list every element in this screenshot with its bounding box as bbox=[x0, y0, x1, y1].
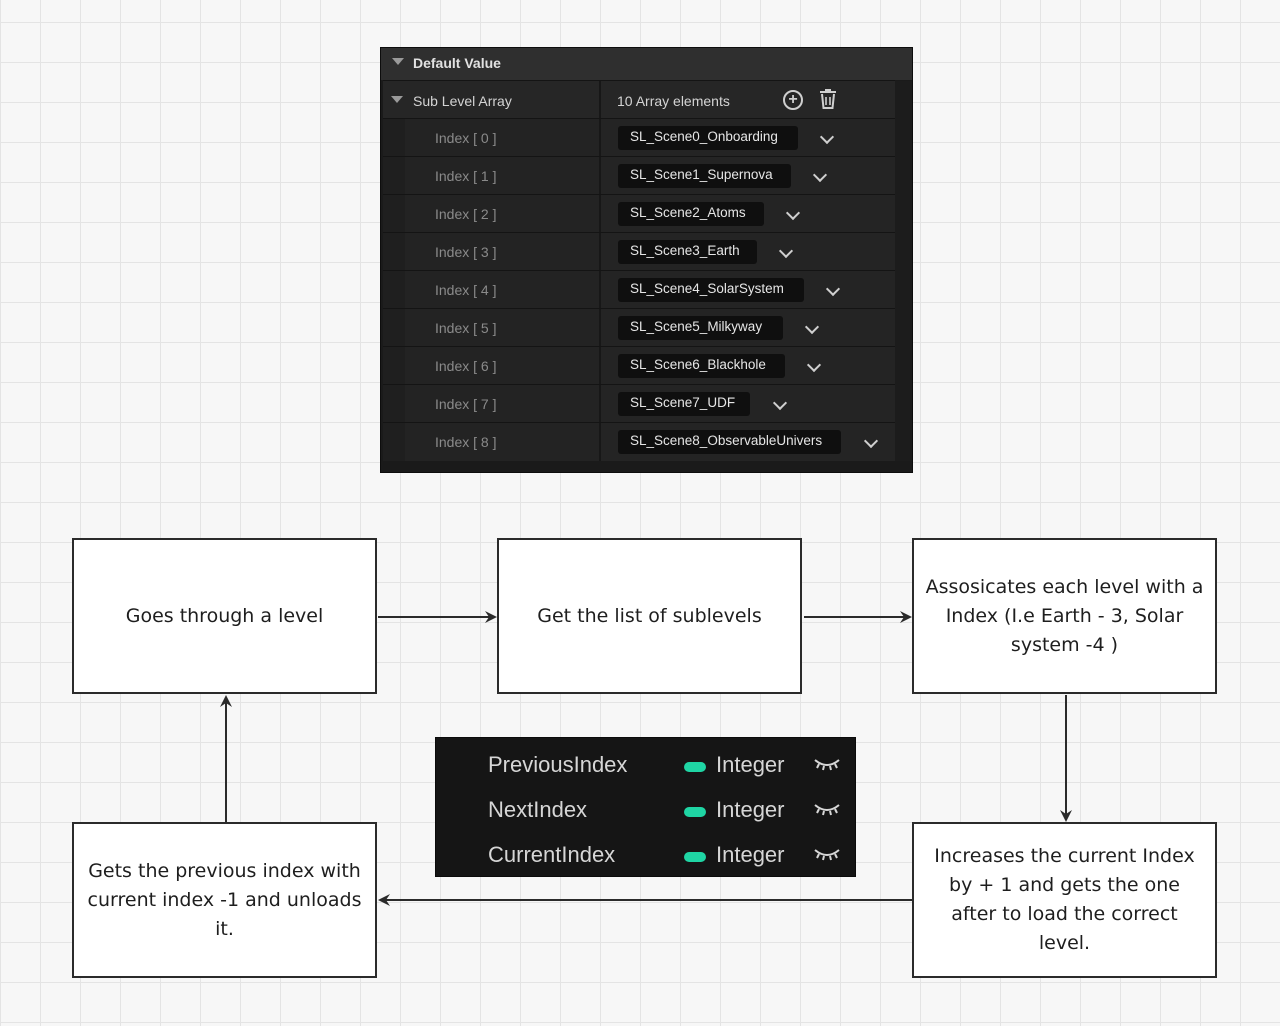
details-panel: Default Value Sub Level Array 10 Array e… bbox=[380, 47, 913, 473]
index-label: Index [ 6 ] bbox=[435, 358, 497, 374]
array-element-row: Index [ 2 ] SL_Scene2_Atoms bbox=[383, 194, 912, 233]
array-element-row: Index [ 3 ] SL_Scene3_Earth bbox=[383, 232, 912, 271]
sublevel-dropdown[interactable]: SL_Scene7_UDF bbox=[618, 392, 750, 416]
variable-name: PreviousIndex bbox=[488, 752, 628, 777]
variable-type[interactable]: Integer bbox=[716, 797, 785, 822]
eye-closed-icon[interactable] bbox=[814, 847, 840, 863]
array-element-row: Index [ 5 ] SL_Scene5_Milkyway bbox=[383, 308, 912, 347]
eye-closed-icon[interactable] bbox=[814, 757, 840, 773]
sublevel-dropdown[interactable]: SL_Scene2_Atoms bbox=[618, 202, 764, 226]
sublevel-dropdown[interactable]: SL_Scene1_Supernova bbox=[618, 164, 791, 188]
flow-box-unload-previous: Gets the previous index with current ind… bbox=[72, 822, 377, 978]
array-element-row: Index [ 8 ] SL_Scene8_ObservableUnivers bbox=[383, 422, 912, 461]
index-label: Index [ 0 ] bbox=[435, 130, 497, 146]
variable-name: CurrentIndex bbox=[488, 842, 616, 867]
variable-type[interactable]: Integer bbox=[716, 842, 785, 867]
array-element-row: Index [ 0 ] SL_Scene0_Onboarding bbox=[383, 118, 912, 157]
variable-row[interactable]: PreviousIndex Integer bbox=[436, 742, 855, 786]
flow-box-text: Get the list of sublevels bbox=[537, 604, 762, 627]
flow-box-associate-index: Assosicates each level with a Index (I.e… bbox=[912, 538, 1217, 694]
index-label: Index [ 1 ] bbox=[435, 168, 497, 184]
sublevel-dropdown[interactable]: SL_Scene4_SolarSystem bbox=[618, 278, 804, 302]
array-element-row: Index [ 1 ] SL_Scene1_Supernova bbox=[383, 156, 912, 195]
sub-level-array-row: Sub Level Array 10 Array elements + bbox=[383, 80, 912, 119]
array-element-row: Index [ 4 ] SL_Scene4_SolarSystem bbox=[383, 270, 912, 309]
integer-type-pill-icon bbox=[684, 807, 706, 817]
sublevel-dropdown[interactable]: SL_Scene6_Blackhole bbox=[618, 354, 785, 378]
variable-type[interactable]: Integer bbox=[716, 752, 785, 777]
sublevel-dropdown[interactable]: SL_Scene0_Onboarding bbox=[618, 126, 798, 150]
flow-box-text: Gets the previous index with current ind… bbox=[87, 859, 362, 940]
sublevel-dropdown[interactable]: SL_Scene8_ObservableUnivers bbox=[618, 430, 841, 454]
flow-box-text: Assosicates each level with a Index (I.e… bbox=[925, 575, 1204, 656]
index-label: Index [ 2 ] bbox=[435, 206, 497, 222]
index-label: Index [ 7 ] bbox=[435, 396, 497, 412]
array-count: 10 Array elements bbox=[617, 93, 730, 109]
index-label: Index [ 8 ] bbox=[435, 434, 497, 450]
integer-type-pill-icon bbox=[684, 852, 706, 862]
collapse-triangle-icon[interactable] bbox=[392, 58, 404, 65]
sublevel-dropdown[interactable]: SL_Scene5_Milkyway bbox=[618, 316, 783, 340]
flow-box-get-sublevels: Get the list of sublevels bbox=[497, 538, 802, 694]
sublevel-dropdown[interactable]: SL_Scene3_Earth bbox=[618, 240, 757, 264]
array-element-row: Index [ 6 ] SL_Scene6_Blackhole bbox=[383, 346, 912, 385]
add-element-icon[interactable]: + bbox=[783, 90, 803, 110]
variable-name: NextIndex bbox=[488, 797, 588, 822]
flow-box-text: Increases the current Index by + 1 and g… bbox=[934, 845, 1195, 954]
expand-triangle-icon[interactable] bbox=[391, 96, 403, 103]
flow-box-increase-index: Increases the current Index by + 1 and g… bbox=[912, 822, 1217, 978]
integer-type-pill-icon bbox=[684, 762, 706, 772]
flow-box-text: Goes through a level bbox=[125, 604, 324, 627]
index-label: Index [ 4 ] bbox=[435, 282, 497, 298]
index-label: Index [ 3 ] bbox=[435, 244, 497, 260]
index-label: Index [ 5 ] bbox=[435, 320, 497, 336]
variable-row[interactable]: NextIndex Integer bbox=[436, 787, 855, 831]
variable-row[interactable]: CurrentIndex Integer bbox=[436, 832, 855, 876]
sub-level-array-label: Sub Level Array bbox=[413, 93, 512, 109]
default-value-title: Default Value bbox=[413, 55, 501, 71]
variables-panel: PreviousIndex Integer NextIndex Integer … bbox=[435, 737, 856, 877]
array-element-row: Index [ 7 ] SL_Scene7_UDF bbox=[383, 384, 912, 423]
default-value-header[interactable]: Default Value bbox=[381, 48, 912, 80]
flow-box-goes-through-level: Goes through a level bbox=[72, 538, 377, 694]
eye-closed-icon[interactable] bbox=[814, 802, 840, 818]
trash-icon[interactable] bbox=[819, 89, 837, 109]
